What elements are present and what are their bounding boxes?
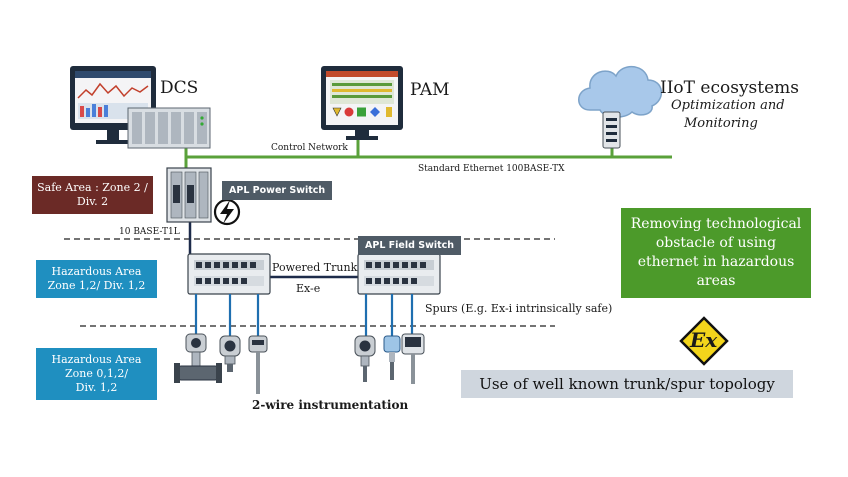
pam-label: PAM	[410, 80, 450, 100]
ex-symbol-text: Ex	[690, 328, 718, 352]
haz1-line-1: Hazardous Area	[51, 265, 142, 278]
hazardous-zone-1: Hazardous Area Zone 1,2/ Div. 1,2	[36, 260, 157, 298]
green-line-1: Removing technological	[630, 216, 802, 232]
haz2-line-3: Div. 1,2	[75, 381, 118, 394]
haz2-line-2: Zone 0,1,2/	[64, 367, 129, 380]
gateway-device-icon	[602, 111, 621, 149]
dcs-controller-icon	[127, 107, 211, 149]
right-field-switch-icon	[357, 253, 441, 295]
ethernet-label: Standard Ethernet 100BASE-TX	[418, 164, 565, 174]
left-spur-cables	[194, 294, 260, 336]
safe-area-zone: Safe Area : Zone 2 / Div. 2	[32, 176, 153, 214]
analyzer-icon	[401, 333, 425, 384]
control-network-label: Control Network	[271, 143, 348, 153]
apl-field-switch-tag: APL Field Switch	[358, 236, 462, 255]
power-lightning-icon	[213, 198, 241, 226]
flowmeter-icon	[174, 333, 222, 383]
green-line-2: obstacle of using	[655, 235, 777, 251]
powered-trunk-label: Powered Trunk	[272, 261, 358, 274]
right-spur-cables	[364, 294, 414, 336]
iiot-subtitle-1: Optimization and	[671, 98, 785, 113]
iiot-subtitle-2: Monitoring	[684, 116, 758, 131]
pressure-gauge-icon	[354, 335, 376, 382]
apl-power-switch-icon	[166, 167, 212, 223]
cloud-icon	[578, 66, 662, 118]
hazardous-zone-0: Hazardous Area Zone 0,1,2/ Div. 1,2	[36, 348, 157, 400]
spurs-label: Spurs (E.g. Ex-i intrinsically safe)	[425, 302, 613, 315]
dcs-label: DCS	[160, 78, 199, 98]
haz2-line-1: Hazardous Area	[51, 353, 142, 366]
pam-monitor-icon	[321, 66, 403, 140]
ex-hazard-icon	[679, 316, 729, 366]
removing-obstacle-callout: Removing technological obstacle of using…	[621, 208, 811, 298]
iiot-title: IIoT ecosystems	[660, 78, 800, 98]
ex-e-label: Ex-e	[296, 282, 321, 295]
pressure-transmitter-icon	[219, 335, 241, 372]
level-transmitter-icon	[383, 335, 401, 380]
left-field-switch-icon	[187, 253, 271, 295]
safe-zone-line-2: Div. 2	[76, 195, 109, 208]
safe-zone-line-1: Safe Area : Zone 2 /	[37, 181, 148, 194]
haz1-line-2: Zone 1,2/ Div. 1,2	[47, 279, 146, 292]
apl-power-switch-tag: APL Power Switch	[222, 181, 333, 200]
green-line-3: ethernet in hazardous	[637, 254, 795, 270]
base-t1l-label: 10 BASE-T1L	[119, 227, 180, 237]
topology-callout: Use of well known trunk/spur topology	[461, 370, 793, 398]
instrumentation-label: 2-wire instrumentation	[252, 398, 409, 412]
green-line-4: areas	[696, 273, 736, 289]
temperature-probe-icon	[248, 335, 268, 394]
